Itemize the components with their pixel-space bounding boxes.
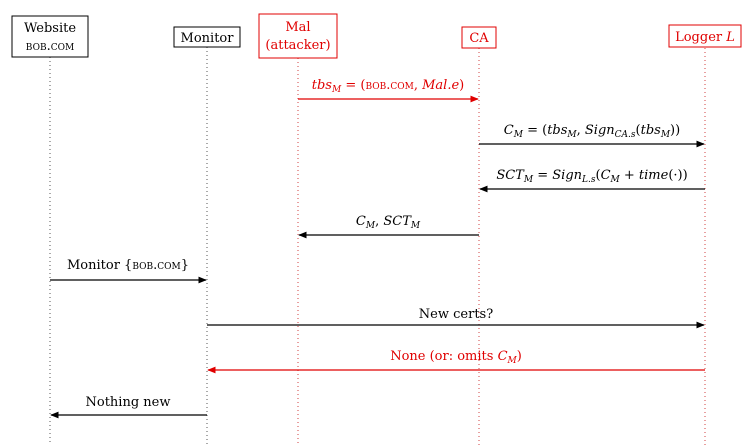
message-nothing-new-label: Nothing new — [86, 395, 171, 410]
message-tbs-to-ca: tbsM = (bob.com, Mal.e) — [298, 78, 479, 103]
message-tbs-label: tbsM = (bob.com, Mal.e) — [312, 78, 464, 95]
message-monitor-label: Monitor {bob.com} — [67, 258, 189, 273]
participant-website-name: Website — [24, 21, 76, 36]
participant-mal-role: (attacker) — [265, 38, 330, 53]
participant-website-domain: bob.com — [26, 39, 74, 54]
message-monitor-request: Monitor {bob.com} — [50, 258, 207, 284]
participant-ca: CA — [461, 26, 497, 49]
participant-website: Website bob.com — [11, 15, 89, 58]
message-none: None (or: omits CM) — [207, 349, 705, 374]
message-sct-to-ca: SCTM = SignL.s(CM + time(·)) — [479, 168, 705, 193]
participant-monitor: Monitor — [173, 26, 241, 48]
message-cert-label: CM = (tbsM, SignCA.s(tbsM)) — [504, 123, 680, 140]
message-sct-label: SCTM = SignL.s(CM + time(·)) — [496, 168, 687, 185]
message-cert-sct-label: CM, SCTM — [356, 214, 421, 231]
message-new-certs: New certs? — [207, 307, 705, 329]
message-new-certs-label: New certs? — [419, 307, 493, 322]
participant-logger: Logger L — [668, 24, 742, 48]
participant-monitor-label: Monitor — [181, 31, 235, 46]
message-cert-sct-to-mal: CM, SCTM — [298, 214, 479, 239]
participant-mal: Mal (attacker) — [258, 13, 338, 59]
message-cert-to-logger: CM = (tbsM, SignCA.s(tbsM)) — [479, 123, 705, 148]
message-nothing-new: Nothing new — [50, 395, 207, 419]
message-none-label: None (or: omits CM) — [390, 349, 522, 366]
participant-mal-name: Mal — [285, 20, 310, 35]
participant-logger-label: Logger L — [675, 30, 735, 45]
participant-ca-label: CA — [469, 31, 489, 46]
